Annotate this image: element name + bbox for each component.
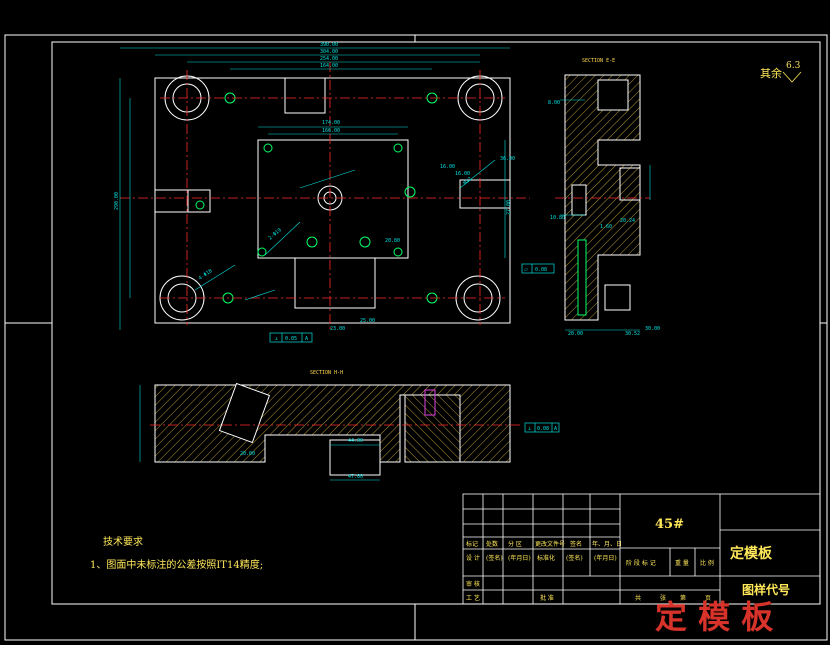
tb-hdr-3: 更改文件号 xyxy=(535,540,565,548)
tb-stage-0: 阶 段 标 记 xyxy=(626,559,656,567)
tol-value-section: 0.08 xyxy=(537,426,549,432)
tol-datum-main: A xyxy=(305,336,308,342)
tb-hdr-0: 标记 xyxy=(466,540,478,548)
tb-row2-1: (签名) xyxy=(486,554,503,562)
sec-dim-3: 20.00 xyxy=(240,451,255,457)
title-block-text: 标记 处数 分 区 更改文件号 签名 年、月、日 设 计 (签名) (年月日) … xyxy=(466,517,790,602)
dim-cavity-1: 174.00 xyxy=(322,120,340,126)
plan-view xyxy=(119,47,530,330)
dim-bottom-1: 23.00 xyxy=(330,326,345,332)
svg-text:⊥: ⊥ xyxy=(275,336,278,342)
dim-top-1: 390.00 xyxy=(320,42,338,48)
tb-sheet-1: 张 xyxy=(660,594,666,602)
tb-hdr-4: 签名 xyxy=(570,540,582,548)
svg-text:1.60: 1.60 xyxy=(600,224,612,230)
tb-material: 45# xyxy=(655,517,684,532)
tb-row2-4: (签名) xyxy=(566,554,583,562)
tb-row3-0: 审 核 xyxy=(466,580,480,588)
svg-text:⏥: ⏥ xyxy=(524,267,528,273)
tb-sheet-0: 共 xyxy=(635,594,641,602)
svg-text:30.00: 30.00 xyxy=(645,326,660,332)
svg-text:8.00: 8.00 xyxy=(548,100,560,106)
svg-text:A: A xyxy=(554,426,557,432)
svg-text:10.80: 10.80 xyxy=(550,215,565,221)
tb-row2-5: (年月日) xyxy=(594,554,617,562)
tb-row4-1: 批 准 xyxy=(540,594,554,602)
watermark: 定 模 板 xyxy=(655,598,773,636)
tb-row2-3: 标准化 xyxy=(537,554,555,562)
roughness-symbol: 其余 6.3 xyxy=(760,61,802,83)
tol-value-main: 0.05 xyxy=(285,336,297,342)
note-thread: M12 xyxy=(462,176,473,186)
dim-right-4: 27.00 xyxy=(506,200,512,215)
flatness-value: 0.08 xyxy=(535,267,547,273)
tb-sheet-2: 第 xyxy=(680,594,686,602)
dim-right-3: 16.00 xyxy=(455,171,470,177)
dim-right-2: 16.00 xyxy=(440,164,455,170)
tb-drawing-code: 图样代号 xyxy=(742,582,790,597)
svg-text:20.00: 20.00 xyxy=(568,331,583,337)
tolerance-frame-main: ⊥ 0.05 A xyxy=(269,332,313,343)
dim-inner-1: 20.80 xyxy=(385,238,400,244)
tb-stage-1: 重 量 xyxy=(675,559,689,567)
svg-text:20.24: 20.24 xyxy=(620,218,635,224)
notes-heading: 技术要求 xyxy=(103,535,143,548)
tb-part-name: 定模板 xyxy=(730,545,773,562)
tb-row4-0: 工 艺 xyxy=(466,594,480,602)
tb-hdr-1: 处数 xyxy=(486,540,498,548)
dim-top-4: 164.00 xyxy=(320,63,338,69)
dim-cavity-2: 166.00 xyxy=(322,128,340,134)
section-ee-view: SECTION E-E 8.00 10.80 20.24 1.60 20.00 … xyxy=(521,58,660,337)
section-hh-label: SECTION H-H xyxy=(310,370,343,376)
svg-text:⊥: ⊥ xyxy=(528,426,531,432)
dim-bottom-2: 25.00 xyxy=(360,318,375,324)
svg-text:30.52: 30.52 xyxy=(625,331,640,337)
title-block xyxy=(462,493,821,605)
dim-right-1: 36.00 xyxy=(500,156,515,162)
dim-top-2: 304.00 xyxy=(320,49,338,55)
tb-hdr-5: 年、月、日 xyxy=(592,540,622,548)
dim-left-1: 290.00 xyxy=(114,192,120,210)
tb-row2-2: (年月日) xyxy=(508,554,531,562)
section-hh-view: SECTION H-H 44.00 47.00 20.00 ⊥ 0.08 A xyxy=(139,370,560,481)
note-holes-1: 2-Φ19 xyxy=(267,227,282,241)
notes-line-1: 1、图面中未标注的公差按照IT14精度; xyxy=(90,558,263,571)
tb-hdr-2: 分 区 xyxy=(508,540,522,548)
roughness-value: 6.3 xyxy=(786,61,801,71)
tb-row2-0: 设 计 xyxy=(466,554,480,562)
dim-top-3: 254.00 xyxy=(320,56,338,62)
frame-ticks xyxy=(5,35,827,640)
section-ee-label: SECTION E-E xyxy=(582,58,615,64)
roughness-prefix: 其余 xyxy=(760,66,782,80)
tb-sheet-3: 页 xyxy=(705,595,711,602)
sec-dim-2: 47.00 xyxy=(348,474,363,480)
technical-notes: 技术要求 1、图面中未标注的公差按照IT14精度; xyxy=(90,535,263,571)
sec-dim-1: 44.00 xyxy=(348,438,363,444)
plan-dimensions: 390.00 304.00 254.00 164.00 174.00 166.0… xyxy=(114,42,515,332)
outer-frame xyxy=(4,34,828,641)
tb-stage-2: 比 例 xyxy=(700,559,714,567)
